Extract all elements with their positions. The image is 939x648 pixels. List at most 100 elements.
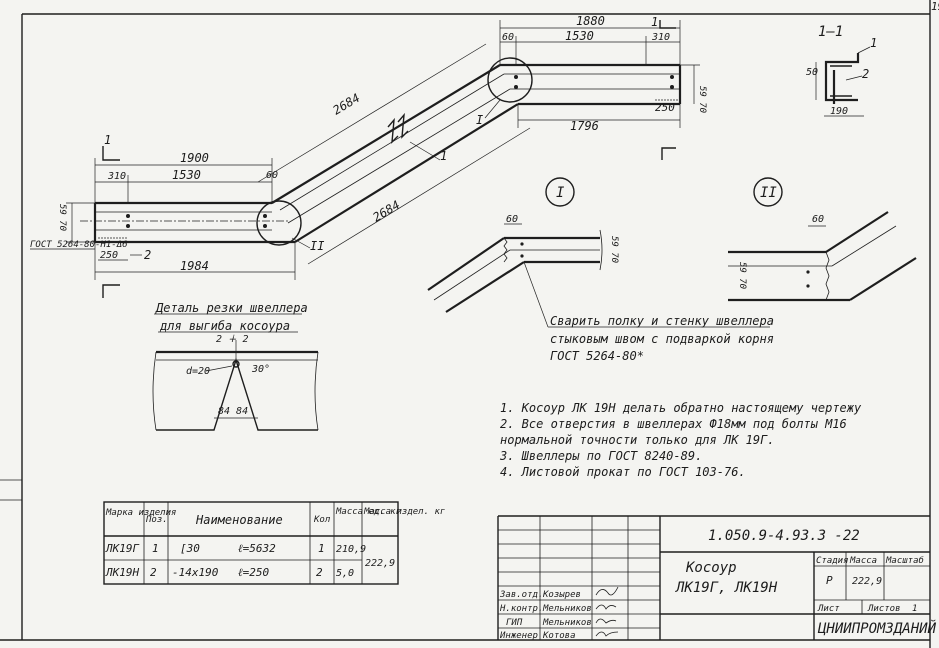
main-dimensions: 1880 1530 60 310 59 70 250 1796 2684 268… <box>30 14 707 298</box>
dim-left-small: 60 <box>266 170 278 181</box>
dim-right-vert: 59 70 <box>697 86 707 113</box>
page-number: 19 <box>931 0 939 13</box>
tb-name-3: Мельников <box>542 618 592 628</box>
dim-top-total: 1880 <box>576 14 605 28</box>
callout-label-ii: II <box>310 239 324 253</box>
tb-scale-header: Масштаб <box>885 555 924 566</box>
cut-notch <box>156 357 318 431</box>
spec-header-pos: Поз. <box>145 515 168 525</box>
detail-i-circle <box>545 177 575 207</box>
bend-circle-i <box>487 57 533 103</box>
detail-ii-dim-vert: 59 70 <box>737 262 747 289</box>
weld-note: Сварить полку и стенку швеллера стыковым… <box>523 261 774 363</box>
channel-diag-top <box>271 64 501 204</box>
cut-dim-bottom: 84 84 <box>218 406 248 417</box>
signature <box>595 618 617 624</box>
leader-i <box>484 99 501 119</box>
detail-i-diag-top <box>427 237 505 291</box>
note-2-cont: нормальной точности только для ЛК 19Г. <box>500 433 775 447</box>
channel-section <box>824 53 860 102</box>
signature <box>595 631 619 637</box>
section-mark-right-bottom <box>661 147 676 160</box>
dim-right-lower: 1796 <box>570 119 599 133</box>
cut-dim-left: d=20 <box>186 366 210 377</box>
cut-hole <box>232 360 240 368</box>
spec-header-mass-unit: Масса ед. кг <box>335 507 401 517</box>
weld-leader <box>523 261 549 328</box>
detail-i-diag-bottom <box>445 261 525 313</box>
title-block: 1.050.9-4.93.3 -22 Косоур ЛК19Г, ЛК19Н С… <box>497 515 937 641</box>
tb-name-4: Котова <box>542 631 576 641</box>
spec-row2-mass: 5,0 <box>336 568 354 579</box>
detail-i-weld <box>503 237 508 263</box>
bolt-hole <box>806 284 810 288</box>
bolt-hole <box>806 270 810 274</box>
tb-title-line1: Косоур <box>685 560 737 576</box>
spec-row2-pos: 2 <box>150 566 157 579</box>
tb-sheets-value: 1 <box>912 604 917 614</box>
tb-org: ЦНИИПРОМЗДАНИЙ <box>817 619 937 637</box>
tb-doc-code: 1.050.9-4.93.3 -22 <box>708 528 860 544</box>
spec-total-mass: 222,9 <box>365 558 395 569</box>
section-dim-width: 190 <box>830 106 848 117</box>
spec-header-name: Наименование <box>195 513 283 527</box>
note-1: 1. Косоур ЛК 19Н делать обратно настояще… <box>500 401 862 415</box>
spec-table-frame <box>103 501 399 585</box>
signature <box>595 586 619 596</box>
cut-dim-angle: 30° <box>251 364 270 375</box>
dim-right-small: 250 <box>655 101 675 114</box>
detail-ii-weld <box>825 251 830 301</box>
note-3: 3. Швеллеры по ГОСТ 8240-89. <box>499 449 702 463</box>
leader-ii <box>291 237 311 249</box>
bolt-hole <box>520 254 524 258</box>
section-pos-1: 1 <box>870 36 877 50</box>
spec-row1-qty: 1 <box>318 542 325 555</box>
section-pos-2: 2 <box>862 67 869 81</box>
break-mark <box>387 117 399 144</box>
dim-left-total: 1900 <box>180 151 209 165</box>
dim-top-left: 60 <box>502 32 514 43</box>
dim-line <box>307 127 531 265</box>
bolt-hole <box>263 224 267 228</box>
spec-row1-len: ℓ=5632 <box>238 542 276 555</box>
cut-leader <box>205 365 233 372</box>
weld-note-line3: ГОСТ 5264-80* <box>550 349 644 363</box>
spec-row2-mark: ЛК19Н <box>105 566 139 579</box>
cut-break-right <box>314 351 319 431</box>
tb-name-1: Козырев <box>542 590 581 600</box>
bolt-hole <box>514 75 518 79</box>
bend-circle-ii <box>256 200 302 246</box>
leader-pos-2 <box>845 75 863 81</box>
spec-header-qty: Кол <box>313 515 331 525</box>
detail-ii-label: II <box>760 185 777 201</box>
dim-left-mid: 1530 <box>172 168 201 182</box>
dim-left-left: 310 <box>107 171 126 182</box>
section-dim-height: 50 <box>806 67 818 78</box>
spec-row2-qty: 2 <box>316 566 323 579</box>
pos-label-2: 2 <box>144 248 151 262</box>
dim-line <box>257 43 487 183</box>
spec-header-mark: Марка изделия <box>105 508 176 518</box>
detail-i-dim-vert: 59 70 <box>609 236 619 263</box>
tb-mass-value: 222,9 <box>852 576 882 587</box>
spec-header-mass-item: Масса издел. кг <box>363 507 445 517</box>
dim-diag-lower: 2684 <box>370 198 402 225</box>
detail-ii-dim-top: 60 <box>812 214 824 225</box>
note-2: 2. Все отверстия в швеллерах Ф18мм под б… <box>500 417 847 431</box>
tb-role-2: Н.контр. <box>499 604 543 614</box>
detail-ii: II 60 59 70 <box>728 177 917 302</box>
tb-role-4: Инженер <box>499 631 538 641</box>
spec-row2-name: -14х190 <box>172 566 219 579</box>
tb-sheets-label: Листов <box>867 604 901 614</box>
dim-bottom-small: 250 <box>100 250 118 261</box>
tb-sheet-label: Лист <box>817 604 840 614</box>
notes: 1. Косоур ЛК 19Н делать обратно настояще… <box>499 401 862 479</box>
section-mark-left-bottom <box>102 284 120 298</box>
tb-stage-header: Стадия <box>816 556 849 566</box>
pos-label-1: 1 <box>440 149 447 163</box>
section-1-1: 1–1 1 2 50 190 <box>806 24 877 117</box>
callout-label-i: I <box>476 113 483 127</box>
detail-ii-diag-bottom <box>849 257 917 301</box>
dim-top-right: 310 <box>651 32 670 43</box>
spec-row1-mark: ЛК19Г <box>105 542 139 555</box>
